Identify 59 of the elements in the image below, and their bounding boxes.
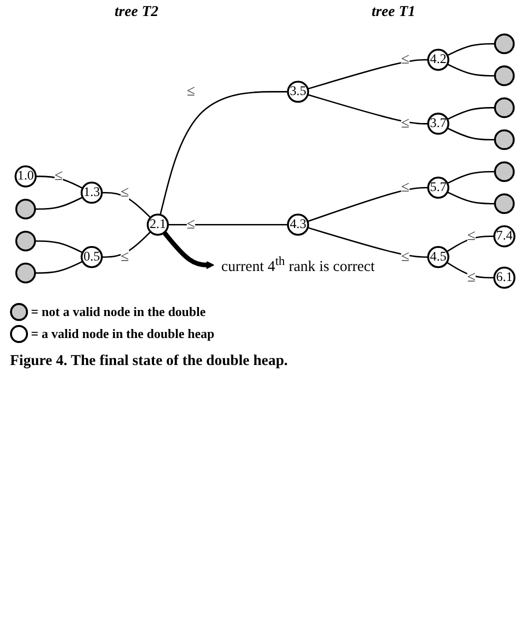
edge-label: ≤	[401, 115, 410, 132]
connector	[447, 64, 495, 76]
arrow	[162, 231, 214, 270]
tree-label: tree T2	[114, 4, 158, 21]
node-text: current 4$^{th}$ rank is correct	[221, 254, 375, 275]
node-circle: 3.7	[427, 112, 450, 135]
node-circle: 4.3	[287, 214, 310, 236]
tree-label: tree T1	[372, 4, 416, 21]
connector	[308, 59, 428, 90]
edge-label: ≤	[401, 51, 410, 68]
edge-label: ≤	[467, 269, 476, 286]
node-circle	[494, 65, 515, 86]
node-circle	[494, 161, 515, 182]
node-circle	[15, 262, 36, 284]
edge-label: ≤	[186, 216, 195, 232]
connector	[447, 191, 495, 204]
connector	[447, 128, 495, 140]
connector	[35, 260, 83, 274]
edge-label: ≤	[401, 179, 410, 196]
connector	[308, 226, 428, 258]
connector	[447, 43, 495, 56]
node-circle: 2.1	[146, 214, 169, 236]
edge-label: ≤	[54, 168, 63, 184]
connector	[447, 170, 495, 184]
connector	[160, 91, 288, 216]
legend-text: = not a valid node in the double	[31, 304, 206, 320]
connector	[35, 196, 83, 210]
connector	[36, 176, 83, 189]
node-circle: 1.0	[14, 165, 37, 188]
node-circle: 7.4	[493, 225, 516, 248]
edge-label: ≤	[186, 83, 195, 100]
connector	[168, 224, 288, 226]
node-circle: 3.5	[287, 80, 310, 103]
edge-label: ≤	[120, 248, 129, 265]
connector	[446, 262, 494, 278]
connector	[447, 107, 495, 120]
node-circle: 5.7	[427, 176, 450, 199]
node-circle	[15, 198, 36, 220]
edge-label: ≤	[120, 184, 129, 200]
edge-label: ≤	[467, 228, 476, 244]
node-circle	[494, 129, 515, 150]
edge-label: ≤	[401, 248, 410, 265]
node-circle	[494, 97, 515, 118]
node-circle	[494, 193, 515, 214]
node-circle: 0.5	[80, 246, 103, 268]
node-circle: 4.2	[427, 48, 450, 71]
connector	[308, 94, 428, 124]
connector	[446, 236, 494, 252]
connector	[307, 186, 428, 222]
figure-caption: Figure 4. The final state of the double heap.	[9, 352, 289, 371]
node-circle: 6.1	[493, 266, 516, 289]
connector	[102, 192, 152, 218]
node-circle	[494, 33, 515, 54]
node-circle: 1.3	[80, 182, 103, 204]
connector	[102, 231, 152, 258]
node-circle: 4.5	[427, 246, 450, 268]
connector	[35, 240, 83, 254]
node-circle	[15, 230, 36, 252]
legend-text: = a valid node in the double heap	[31, 326, 214, 342]
